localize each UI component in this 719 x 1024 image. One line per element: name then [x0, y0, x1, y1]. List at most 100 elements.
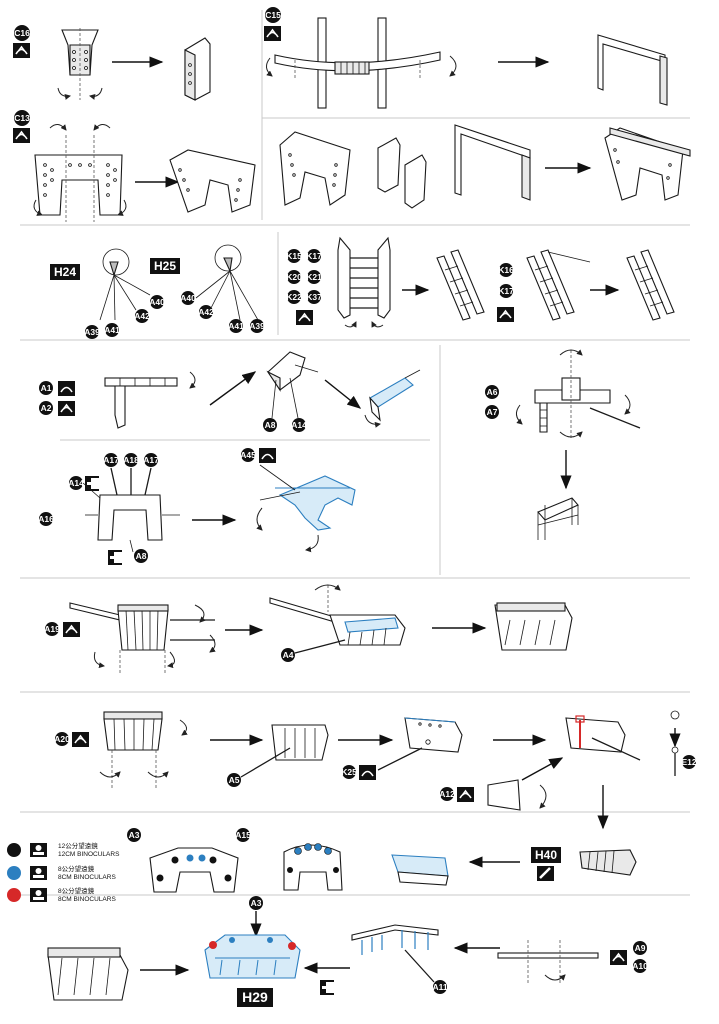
svg-text:A1: A1	[41, 383, 52, 393]
part-tag-a3b: A3	[249, 896, 263, 910]
svg-text:A7: A7	[487, 407, 498, 417]
binocular-icon	[30, 866, 47, 880]
legend-dot-black	[7, 843, 21, 857]
svg-text:K21: K21	[306, 272, 322, 282]
flip-over-icon	[263, 25, 282, 42]
tripod-right	[195, 244, 259, 321]
binocular-legend: 12公分望遠鏡 12CM BINOCULARS 8公分望遠鏡 8CM BINOC…	[7, 841, 120, 903]
bench-part	[269, 584, 406, 646]
plate-a3: A3	[127, 828, 239, 893]
svg-text:A16: A16	[38, 514, 54, 524]
part-tag-a14b: A14	[68, 476, 84, 490]
bench-final-part	[47, 947, 129, 1001]
glue-icon	[258, 447, 277, 464]
u-platform-part	[82, 467, 180, 553]
svg-text:K20: K20	[286, 272, 302, 282]
part-tag-a8b: A8	[134, 549, 148, 563]
grill-part	[579, 849, 637, 876]
part-tag-a15: A15	[235, 828, 251, 842]
part-tag-a40: A40	[149, 295, 165, 309]
frame-part-c13	[33, 124, 127, 222]
cylinder-part-a20	[99, 711, 188, 790]
svg-text:A14: A14	[68, 478, 84, 488]
cylinder-part	[69, 602, 216, 675]
svg-text:A5: A5	[229, 775, 240, 785]
svg-text:A17: A17	[103, 455, 119, 465]
part-tag-a19: A19	[44, 622, 60, 636]
svg-text:H29: H29	[242, 989, 268, 1005]
cement-icon	[320, 980, 334, 995]
platform-part	[516, 349, 641, 440]
step-frame-combine	[279, 124, 691, 209]
svg-text:A39: A39	[249, 321, 265, 331]
ladder-angled-3	[626, 249, 675, 321]
frame-complete	[604, 127, 691, 201]
bench-assembled	[494, 602, 573, 651]
frame-assembled-c13	[169, 149, 256, 213]
part-tag-a42: A42	[134, 309, 150, 323]
bracket-part	[57, 28, 103, 100]
flip-over-icon	[71, 731, 90, 748]
part-tag-a8: A8	[263, 418, 277, 432]
glue-icon	[358, 764, 377, 781]
frame-assembled	[597, 34, 668, 106]
flip-over-icon	[12, 127, 31, 144]
svg-text:A10: A10	[632, 961, 648, 971]
binocular-icon	[30, 888, 47, 902]
walkway-assembled	[364, 369, 421, 428]
frame-part-right	[454, 124, 531, 201]
svg-text:E12: E12	[681, 757, 696, 767]
part-tag-c13: C13	[14, 110, 30, 126]
svg-text:A17: A17	[143, 455, 159, 465]
part-tag-a40b: A40	[180, 291, 196, 305]
svg-text:A11: A11	[432, 982, 447, 992]
part-tag-a9: A9	[633, 941, 647, 955]
cement-icon	[85, 476, 99, 491]
part-box-h40: H40	[531, 847, 561, 863]
binocular-icon	[30, 843, 47, 857]
legend-row-2: 8公分望遠鏡 8CM BINOCULARS	[7, 864, 116, 881]
svg-text:K17: K17	[306, 251, 322, 261]
ladder-angled-2	[526, 249, 591, 321]
part-tag-k17b: K17	[498, 284, 514, 298]
part-box-h29: H29	[237, 988, 273, 1007]
part-tag-k15: K15	[286, 249, 302, 263]
svg-text:A3: A3	[129, 830, 140, 840]
svg-text:H25: H25	[154, 259, 176, 273]
part-tag-a11: A11	[432, 980, 448, 994]
step-a6-a7: A6 A7	[485, 349, 641, 540]
bracket-assembled	[184, 37, 211, 101]
step-a20: A20 A5 K25	[54, 710, 697, 830]
step-a1-a2: A1 A2 A8 A14	[39, 351, 421, 432]
svg-text:A18: A18	[123, 455, 139, 465]
part-tag-a4: A4	[281, 648, 295, 662]
part-tag-k20: K20	[286, 270, 302, 284]
svg-text:A20: A20	[54, 734, 70, 744]
ladder-angled-1	[436, 249, 485, 321]
part-tag-a17b: A17	[143, 453, 159, 467]
part-tag-a12: A12	[439, 787, 455, 801]
pencil-icon	[537, 866, 554, 881]
step-a19: A19 A4	[44, 584, 573, 675]
svg-text:A40: A40	[149, 297, 165, 307]
bracket-pair	[377, 137, 427, 209]
svg-text:A12: A12	[439, 789, 455, 799]
railing-part-a11	[351, 924, 439, 955]
step-c16: C16	[12, 25, 211, 101]
step-h24-h25: H24 H25 A39 A41 A42 A40 A40 A42 A41 A39	[50, 244, 265, 339]
svg-text:K17: K17	[498, 286, 514, 296]
svg-text:C16: C16	[14, 28, 30, 38]
svg-text:K15: K15	[286, 251, 302, 261]
pin-part-e12	[669, 710, 681, 776]
part-tag-a42b: A42	[198, 305, 214, 319]
u-platform-assembled	[256, 464, 356, 553]
part-tag-a39b: A39	[249, 319, 265, 333]
box-part-e12	[565, 715, 641, 761]
step-c15: C15	[263, 7, 668, 109]
part-tag-k37: K37	[306, 290, 322, 304]
part-tag-a45: A45	[240, 448, 256, 462]
walkway-bracket	[266, 351, 319, 419]
svg-text:A8: A8	[265, 420, 276, 430]
section-dividers	[20, 10, 690, 896]
